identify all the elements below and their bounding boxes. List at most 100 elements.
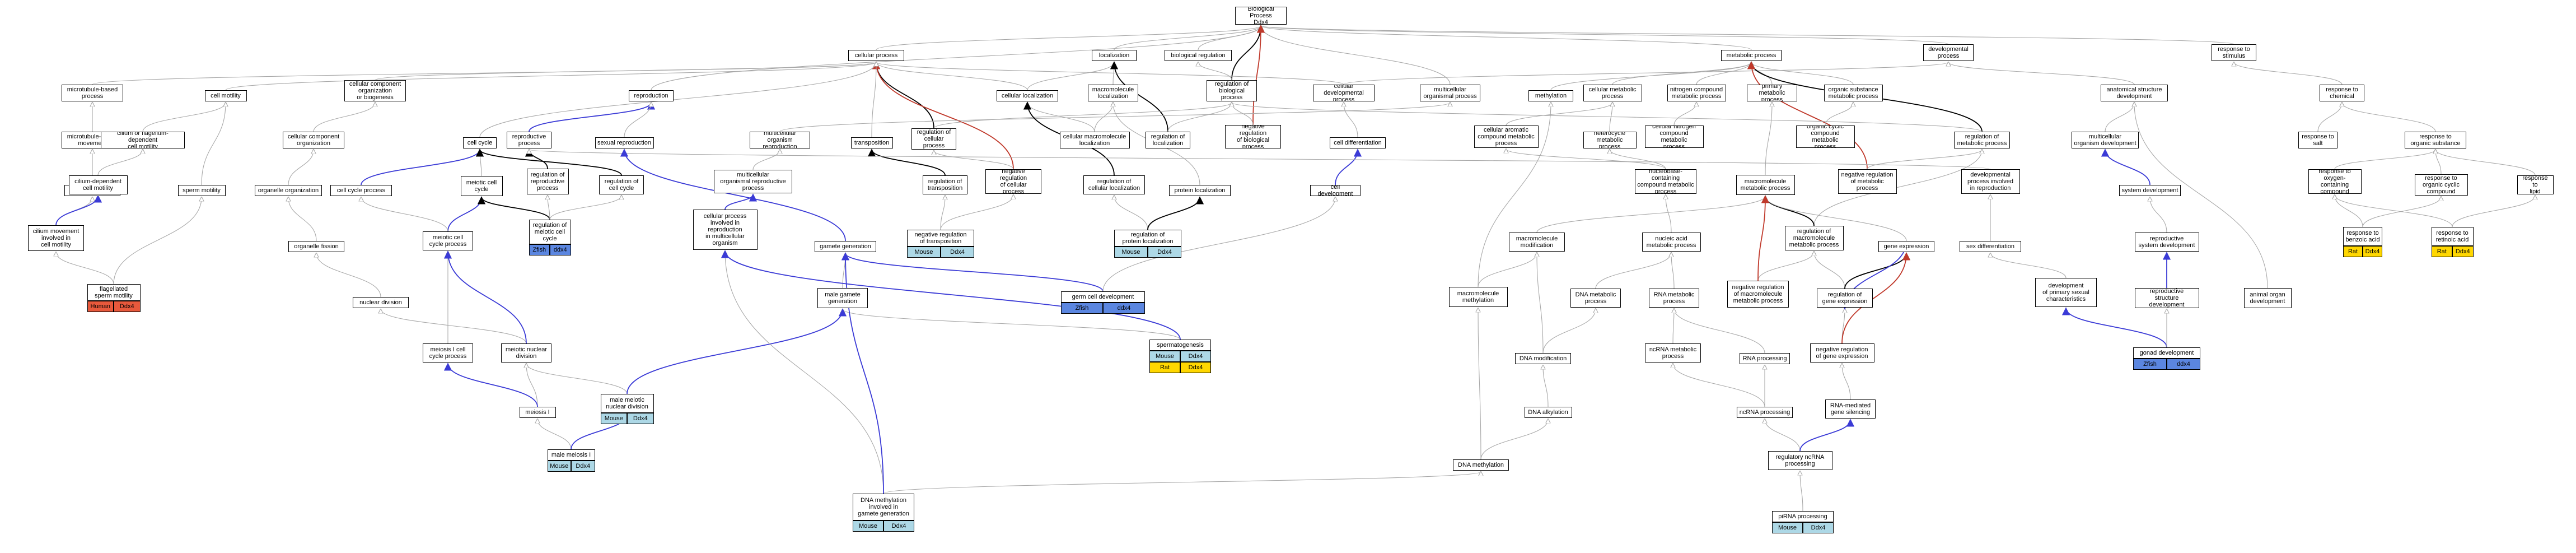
go-term-node[interactable]: cell differentiation	[1330, 137, 1386, 148]
go-term-node[interactable]: cellular process involved in reproductio…	[693, 210, 758, 250]
go-term-node[interactable]: cellular aromatic compound metabolic pro…	[1474, 126, 1539, 148]
go-term-node[interactable]: macromolecule modification	[1509, 233, 1565, 252]
go-term-node[interactable]: nucleic acid metabolic process	[1642, 233, 1701, 252]
go-term-node[interactable]: cellular metabolic process	[1583, 85, 1642, 101]
go-term-node[interactable]: regulation of reproductive process	[526, 169, 569, 194]
go-term-node[interactable]: response to oxygen-containing compound	[2308, 169, 2362, 194]
go-term-node[interactable]: response to benzoic acid	[2343, 227, 2382, 246]
species-tag[interactable]: Mouse	[1114, 247, 1148, 258]
go-term-node[interactable]: cell development	[1310, 185, 1361, 196]
go-term-node[interactable]: negative regulation of macromolecule met…	[1727, 281, 1789, 308]
go-term-node[interactable]: cellular macromolecule localization	[1059, 132, 1130, 148]
gene-tag[interactable]: Ddx4	[2452, 246, 2474, 257]
go-term-node[interactable]: regulation of cell cycle	[599, 175, 644, 194]
go-term-node[interactable]: regulation of biological process	[1207, 80, 1257, 101]
go-term-node[interactable]: animal organ development	[2243, 288, 2292, 308]
go-term-node[interactable]: organic substance metabolic process	[1824, 85, 1883, 101]
go-term-node[interactable]: cell cycle	[463, 137, 497, 148]
gene-tag[interactable]: ddx4	[1103, 303, 1145, 314]
go-term-node[interactable]: multicellular organismal process	[1420, 85, 1480, 101]
go-term-node[interactable]: cell cycle process	[330, 185, 392, 196]
go-term-node[interactable]: cilium or flagellum-dependent cell motil…	[101, 132, 185, 148]
go-term-node[interactable]: cellular component organization	[283, 132, 344, 148]
go-term-node[interactable]: meiosis I	[519, 407, 556, 418]
gene-tag[interactable]: Ddx4	[2363, 246, 2382, 257]
go-term-node[interactable]: cilium-dependent cell motility	[68, 175, 128, 194]
go-term-node[interactable]: germ cell development	[1061, 291, 1145, 303]
go-term-node[interactable]: cell motility	[204, 90, 247, 101]
go-term-node[interactable]: anatomical structure development	[2101, 85, 2168, 101]
go-term-node[interactable]: multicellular organism reproduction	[750, 132, 810, 148]
gene-tag[interactable]: Ddx4	[114, 301, 141, 312]
go-term-node[interactable]: development of primary sexual characteri…	[2035, 278, 2097, 307]
go-term-node[interactable]: regulation of protein localization	[1114, 230, 1181, 247]
species-tag[interactable]: Mouse	[1149, 351, 1180, 362]
go-term-node[interactable]: response to organic substance	[2405, 132, 2466, 148]
go-term-node[interactable]: spermatogenesis	[1149, 340, 1211, 351]
go-term-node[interactable]: male gamete generation	[817, 288, 868, 308]
go-term-node[interactable]: regulation of gene expression	[1817, 289, 1873, 308]
go-term-node[interactable]: response to stimulus	[2212, 44, 2256, 61]
go-term-node[interactable]: cellular component organization or bioge…	[344, 80, 406, 101]
go-term-node[interactable]: response to chemical	[2320, 85, 2364, 101]
go-term-node[interactable]: cellular localization	[997, 90, 1058, 101]
go-term-node[interactable]: negative regulation of transposition	[907, 230, 974, 247]
go-term-node[interactable]: sex differentiation	[1960, 241, 2021, 252]
go-term-node[interactable]: methylation	[1528, 90, 1573, 101]
go-term-node[interactable]: nuclear division	[353, 297, 409, 308]
go-term-node[interactable]: reproductive system development	[2134, 233, 2199, 252]
species-tag[interactable]: Mouse	[907, 247, 941, 258]
gene-tag[interactable]: ddx4	[2167, 359, 2200, 370]
go-term-node[interactable]: response to salt	[2298, 132, 2337, 148]
go-term-node[interactable]: organic cyclic compound metabolic proces…	[1796, 126, 1855, 148]
go-term-node[interactable]: response to lipid	[2517, 175, 2554, 194]
go-term-node[interactable]: ncRNA metabolic process	[1645, 343, 1701, 363]
go-term-node[interactable]: cilium movement involved in cell motilit…	[28, 225, 84, 251]
go-term-node[interactable]: RNA processing	[1740, 353, 1790, 364]
go-term-node[interactable]: cellular process	[848, 50, 904, 61]
go-term-node[interactable]: DNA methylation involved in gamete gener…	[853, 494, 914, 521]
go-term-node[interactable]: transposition	[850, 137, 893, 148]
go-term-node[interactable]: regulation of transposition	[923, 175, 967, 194]
gene-tag[interactable]: Ddx4	[571, 461, 595, 472]
go-term-node[interactable]: RNA metabolic process	[1649, 289, 1699, 308]
go-term-node[interactable]: macromolecule localization	[1088, 85, 1138, 101]
go-term-node[interactable]: system development	[2119, 185, 2181, 196]
species-tag[interactable]: Mouse	[600, 413, 627, 424]
go-term-node[interactable]: meiotic cell cycle process	[423, 231, 473, 250]
go-term-node[interactable]: male meiosis I	[547, 449, 595, 461]
go-term-node[interactable]: cellular developmental process	[1313, 85, 1375, 101]
gene-tag[interactable]: Ddx4	[1803, 522, 1834, 533]
go-term-node[interactable]: negative regulation of biological proces…	[1225, 125, 1281, 148]
go-term-node[interactable]: gonad development	[2133, 347, 2200, 359]
go-term-node[interactable]: biological regulation	[1165, 50, 1232, 61]
go-term-node[interactable]: nucleobase-containing compound metabolic…	[1635, 169, 1696, 194]
go-term-node[interactable]: localization	[1092, 50, 1137, 61]
go-term-node[interactable]: regulation of cellular localization	[1083, 175, 1145, 194]
go-term-node[interactable]: negative regulation of metabolic process	[1838, 169, 1897, 194]
go-term-node[interactable]: meiotic cell cycle	[460, 176, 503, 196]
species-tag[interactable]: Mouse	[547, 461, 571, 472]
go-term-node[interactable]: meiosis I cell cycle process	[423, 343, 473, 363]
species-tag[interactable]: Human	[87, 301, 114, 312]
gene-tag[interactable]: Ddx4	[627, 413, 654, 424]
go-term-node[interactable]: regulation of localization	[1146, 132, 1190, 148]
species-tag[interactable]: Rat	[1149, 362, 1180, 373]
go-term-node[interactable]: male meiotic nuclear division	[600, 394, 654, 413]
go-term-node[interactable]: nitrogen compound metabolic process	[1667, 85, 1726, 101]
gene-tag[interactable]: Ddx4	[941, 247, 974, 258]
go-term-node[interactable]: sexual reproduction	[595, 137, 654, 148]
gene-tag[interactable]: Ddx4	[1180, 362, 1211, 373]
go-term-node[interactable]: response to retinoic acid	[2431, 227, 2474, 246]
go-term-node[interactable]: multicellular organism development	[2072, 132, 2139, 148]
go-term-node[interactable]: negative regulation of gene expression	[1810, 343, 1874, 363]
go-term-node[interactable]: Biological Process Ddx4	[1235, 7, 1287, 25]
go-term-node[interactable]: gene expression	[1878, 241, 1934, 252]
go-term-node[interactable]: reproduction	[629, 90, 674, 101]
go-term-node[interactable]: regulation of macromolecule metabolic pr…	[1784, 226, 1844, 250]
go-term-node[interactable]: gamete generation	[815, 241, 876, 252]
go-term-node[interactable]: heterocycle metabolic process	[1583, 132, 1637, 148]
go-term-node[interactable]: metabolic process	[1721, 50, 1782, 61]
gene-tag[interactable]: ddx4	[550, 244, 571, 255]
go-term-node[interactable]: reproductive process	[507, 132, 551, 148]
